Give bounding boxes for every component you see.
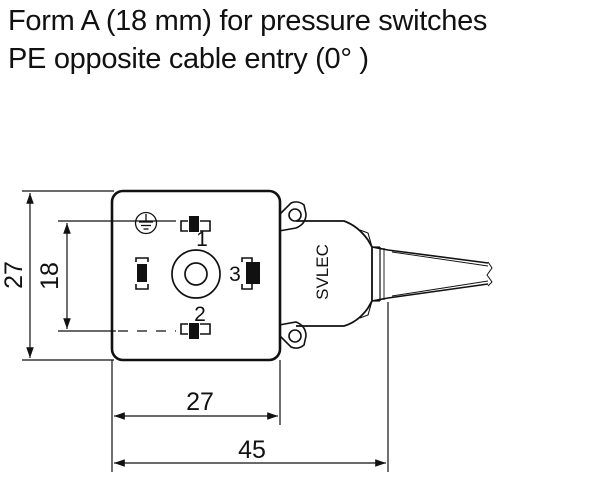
center-screw: [171, 249, 221, 299]
dimension-outer-height-label: 27: [0, 261, 28, 289]
screw-lug-top: [278, 201, 307, 232]
dimension-contact-spacing: [58, 220, 176, 332]
pin-label-3: 3: [229, 263, 241, 286]
dimension-housing-width-label: 27: [186, 388, 214, 416]
dimension-housing-width: [111, 360, 281, 472]
contact-pin-2: [180, 323, 211, 339]
cable: [371, 246, 493, 302]
pin-label-1: 1: [196, 228, 208, 251]
title-block: Form A (18 mm) for pressure switches PE …: [8, 2, 487, 78]
title-line-1: Form A (18 mm) for pressure switches: [8, 5, 488, 37]
cable-gland: [296, 220, 385, 327]
contact-pin-left: [135, 257, 149, 290]
connector-housing: [110, 189, 282, 362]
title-line-2: PE opposite cable entry (0° ): [8, 43, 369, 75]
dimension-outer-height: [22, 190, 114, 361]
dimension-total-length-label: 45: [238, 436, 266, 464]
dimension-total-length: [114, 302, 389, 472]
dimension-contact-spacing-label: 18: [36, 262, 64, 290]
brand-label: SVLEC: [313, 244, 332, 300]
contact-pin-3: [241, 257, 260, 290]
screw-lug-bottom: [278, 321, 307, 349]
protective-earth-icon: [134, 211, 158, 235]
pin-label-2: 2: [194, 303, 206, 326]
contact-pin-1: [180, 216, 211, 232]
